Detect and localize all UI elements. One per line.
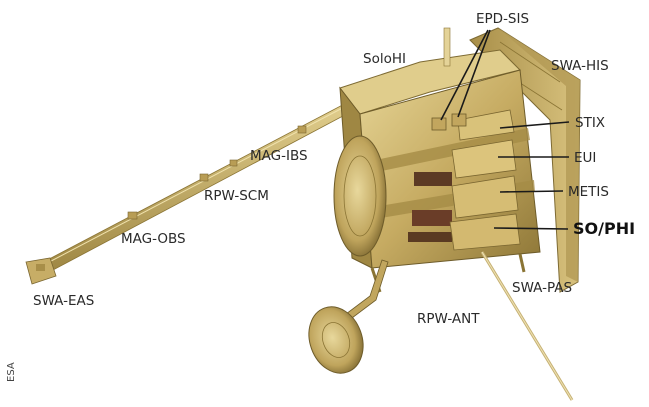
label-metis: METIS — [568, 184, 609, 200]
leader-metis — [500, 191, 563, 192]
label-mag-obs: MAG-OBS — [121, 231, 186, 247]
label-swa-his: SWA-HIS — [551, 58, 609, 74]
label-stix: STIX — [575, 115, 605, 131]
leader-so-phi — [494, 228, 568, 229]
label-so-phi: SO/PHI — [573, 219, 635, 238]
instrument-boom — [26, 100, 358, 284]
label-epd-sis: EPD-SIS — [476, 11, 529, 27]
label-eui: EUI — [574, 150, 596, 166]
side-dish — [334, 136, 386, 256]
label-swa-pas: SWA-PAS — [512, 280, 572, 296]
label-mag-ibs: MAG-IBS — [250, 148, 308, 164]
label-rpw-scm: RPW-SCM — [204, 188, 269, 204]
label-soloHI: SoloHI — [363, 51, 406, 67]
image-credit: ESA — [6, 362, 17, 382]
label-rpw-ant: RPW-ANT — [417, 311, 480, 327]
label-swa-eas: SWA-EAS — [33, 293, 94, 309]
